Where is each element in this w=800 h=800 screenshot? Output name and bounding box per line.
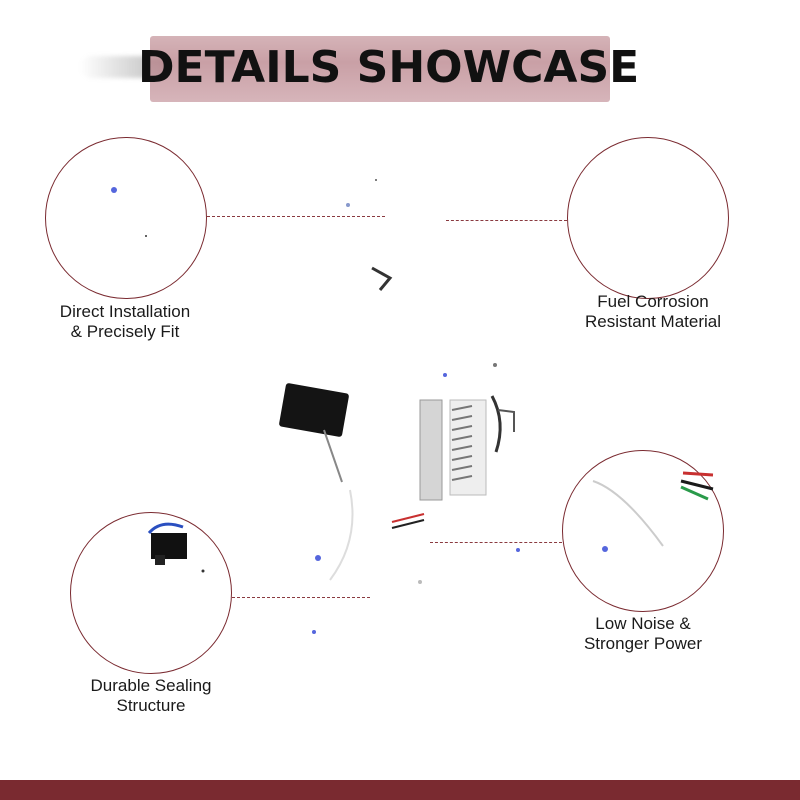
- caption-power: Low Noise & Stronger Power: [558, 614, 728, 654]
- caption-power-line1: Low Noise &: [595, 614, 691, 633]
- fuel-pump-product-image: [279, 179, 520, 634]
- footer-bar: [0, 780, 800, 800]
- caption-sealing-line2: Structure: [116, 696, 186, 715]
- leader-line-power: [430, 542, 562, 543]
- caption-installation-line1: Direct Installation: [59, 302, 191, 321]
- caption-sealing: Durable Sealing Structure: [66, 676, 236, 716]
- brush-streak: [80, 56, 170, 78]
- caption-corrosion-line2: Resistant Material: [584, 312, 722, 331]
- caption-installation: Direct Installation & Precisely Fit: [40, 302, 210, 342]
- detail-circle-power: [562, 450, 724, 612]
- caption-installation-line2: & Precisely Fit: [70, 322, 180, 341]
- caption-sealing-line1: Durable Sealing: [90, 676, 212, 695]
- leader-line-installation: [207, 216, 385, 217]
- leader-line-corrosion: [446, 220, 567, 221]
- brush-stroke-background: [150, 36, 610, 102]
- sealing-detail-image: [147, 522, 205, 573]
- detail-circle-installation: [45, 137, 207, 299]
- leader-line-sealing: [232, 597, 370, 598]
- caption-corrosion-line1: Fuel Corrosion: [597, 292, 709, 311]
- detail-circle-sealing: [70, 512, 232, 674]
- power-detail-image: [592, 471, 714, 552]
- header-banner: [80, 36, 610, 102]
- caption-power-line2: Stronger Power: [583, 634, 703, 653]
- installation-detail-image: [111, 187, 147, 237]
- caption-corrosion: Fuel Corrosion Resistant Material: [568, 292, 738, 332]
- page-title: DETAILS SHOWCASE: [138, 42, 640, 93]
- detail-circle-corrosion: [567, 137, 729, 299]
